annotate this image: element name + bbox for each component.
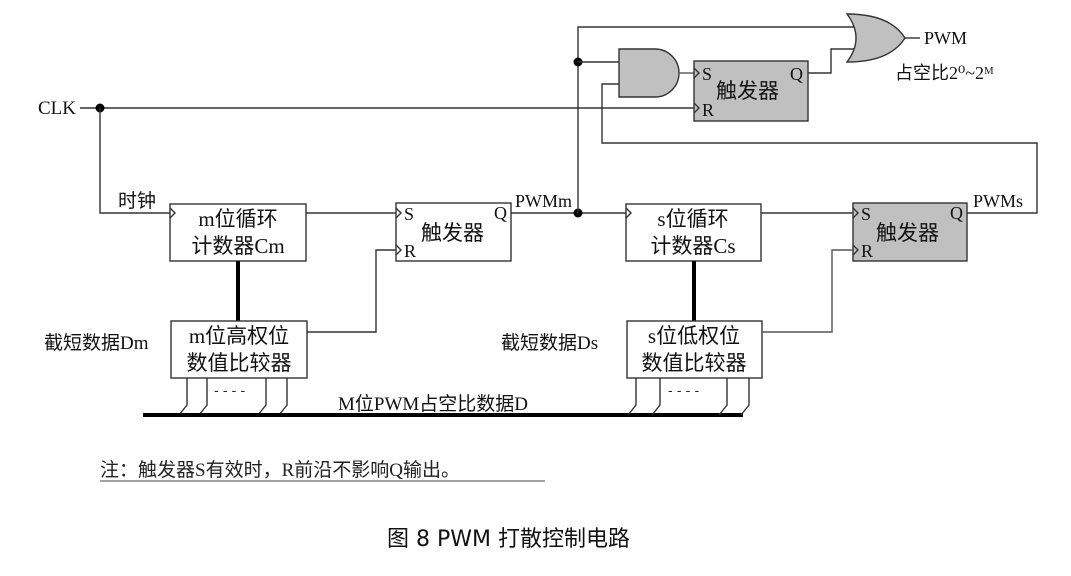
flipflop-m: [395, 202, 512, 262]
ff-m-s-marker: [395, 207, 402, 219]
flipflop-s: [852, 202, 968, 262]
bus-tap: [627, 378, 637, 416]
ff-s-s-pin: S: [861, 204, 871, 224]
clk-to-counter-m-wire: [99, 108, 170, 214]
counter-s-line2: 计数器Cs: [650, 234, 735, 258]
pwm-s-feedback-wire: [601, 83, 1038, 214]
pwm-m-to-or-wire: [577, 26, 858, 213]
ff-top-q-to-or-wire: [808, 48, 855, 74]
ff-s-label: 触发器: [876, 221, 939, 245]
comparator-s-to-ff-r-wire: [762, 249, 853, 333]
comparator-s-line1: s位低权位: [648, 324, 740, 348]
ff-top-label: 触发器: [716, 79, 779, 103]
pwm-output-label: PWM: [924, 28, 967, 48]
ff-m-q-pin: Q: [494, 203, 507, 223]
clock-input-marker: [169, 207, 176, 219]
comparator-s-block: [626, 320, 763, 379]
ff-s-s-marker: [852, 207, 859, 219]
pwm-s-label: PWMs: [973, 191, 1023, 211]
counter-m-block: [169, 203, 307, 262]
ff-s-q-pin: Q: [950, 203, 963, 223]
pwm-m-label: PWMm: [515, 191, 572, 211]
bus-tap: [651, 378, 661, 416]
and-gate: [618, 48, 680, 98]
bus-tap: [257, 378, 267, 416]
bus-tap: [278, 378, 288, 416]
ff-m-r-marker: [395, 244, 402, 256]
comparator-m-ellipsis: - - - -: [214, 384, 245, 399]
figure-caption: 图 8 PWM 打散控制电路: [387, 527, 630, 552]
ff-top-r-marker: [693, 102, 700, 114]
ff-s-r-marker: [852, 244, 859, 256]
ff-top-s-marker: [693, 67, 700, 79]
bus-label: M位PWM占空比数据D: [338, 393, 528, 415]
comparator-s-ellipsis: - - - -: [668, 384, 699, 399]
comparator-m-line1: m位高权位: [189, 324, 289, 348]
counter-s-line1: s位循环: [657, 207, 728, 231]
counter-m-line1: m位循环: [198, 207, 277, 231]
comparator-m-line2: 数值比较器: [187, 351, 292, 375]
or-gate: [845, 13, 906, 63]
bus-tap: [178, 378, 188, 416]
note-text: 注：触发器S有效时，R前沿不影响Q输出。: [100, 459, 460, 481]
flipflop-top: [693, 60, 809, 122]
counter-s-clock-marker: [625, 207, 632, 219]
counter-s-block: [625, 203, 762, 262]
bus-tap: [718, 378, 728, 416]
ff-m-r-pin: R: [404, 241, 416, 261]
comparator-m-block: [170, 320, 308, 379]
ff-top-r-pin: R: [702, 100, 714, 120]
ff-top-s-pin: S: [702, 64, 712, 84]
clock-label: 时钟: [118, 190, 156, 212]
ff-m-s-pin: S: [404, 204, 414, 224]
comparator-s-line2: 数值比较器: [642, 351, 747, 375]
ff-top-q-pin: Q: [790, 64, 803, 84]
counter-m-line2: 计数器Cm: [191, 234, 284, 258]
bus-tap: [198, 378, 208, 416]
trunc-dm-label: 截短数据Dm: [44, 332, 149, 354]
comparator-m-to-ff-r-wire: [307, 249, 396, 333]
duty-range-label: 占空比2⁰~2ᴹ: [895, 63, 994, 83]
ff-s-r-pin: R: [861, 241, 873, 261]
clk-label: CLK: [38, 98, 76, 119]
ff-m-label: 触发器: [421, 221, 484, 245]
bus-tap: [740, 378, 750, 416]
trunc-ds-label: 截短数据Ds: [501, 332, 598, 354]
